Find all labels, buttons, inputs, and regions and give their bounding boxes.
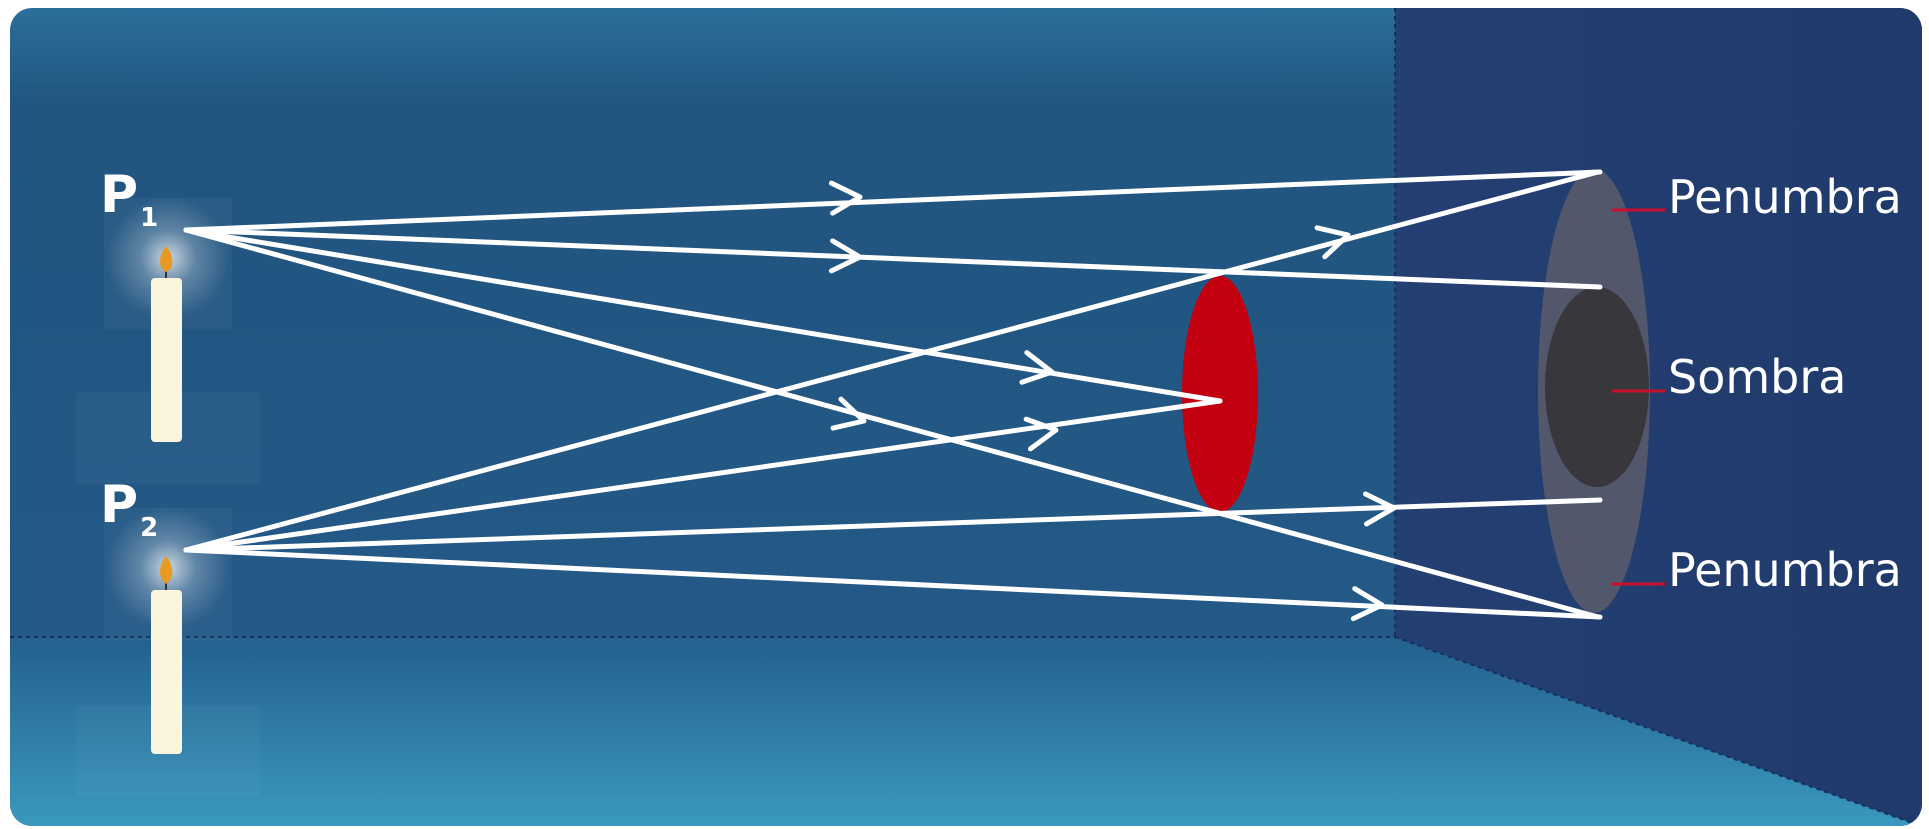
ray-p2-top — [183, 169, 1601, 553]
penumbra-bottom-label: Penumbra — [1668, 543, 1902, 597]
shadow-region — [1545, 287, 1649, 487]
candle-2-flame — [160, 556, 173, 584]
arrow-2 — [828, 238, 863, 274]
ray-p1-top — [183, 169, 1603, 233]
penumbra-top-label: Penumbra — [1668, 170, 1902, 224]
source-1-label: P1 — [100, 165, 158, 233]
source-1-letter: P — [100, 165, 138, 225]
ray-p1-bottom — [183, 227, 1601, 620]
arrow-5 — [1314, 225, 1351, 260]
arrow-7 — [1362, 491, 1397, 527]
red-obstacle-disc — [1182, 276, 1258, 512]
back-wall — [1395, 8, 1922, 826]
source-2-label: P2 — [100, 475, 158, 543]
candle-1-body — [151, 278, 182, 442]
candle-2-body — [151, 590, 182, 754]
wall-floor-edge — [1394, 636, 1922, 826]
source-1-subscript: 1 — [140, 203, 158, 233]
source-2-subscript: 2 — [140, 513, 158, 543]
ray-p2-bottom — [183, 547, 1603, 620]
label-markers — [1612, 208, 1665, 586]
arrow-4 — [830, 396, 867, 431]
ray-arrows — [828, 180, 1397, 622]
arrow-1 — [828, 180, 863, 216]
arrow-6 — [1023, 416, 1059, 452]
ray-p2-to-shadow-bottom — [183, 497, 1603, 553]
candle-1-flame — [160, 246, 173, 272]
floor — [10, 637, 1922, 826]
arrow-3 — [1019, 350, 1055, 385]
arrow-8 — [1350, 586, 1385, 622]
ray-p1-to-shadow-top — [183, 227, 1603, 290]
source-2-letter: P — [100, 475, 138, 535]
candle-1 — [106, 196, 230, 442]
shadow-label: Sombra — [1668, 350, 1846, 404]
candle-2 — [106, 506, 230, 754]
